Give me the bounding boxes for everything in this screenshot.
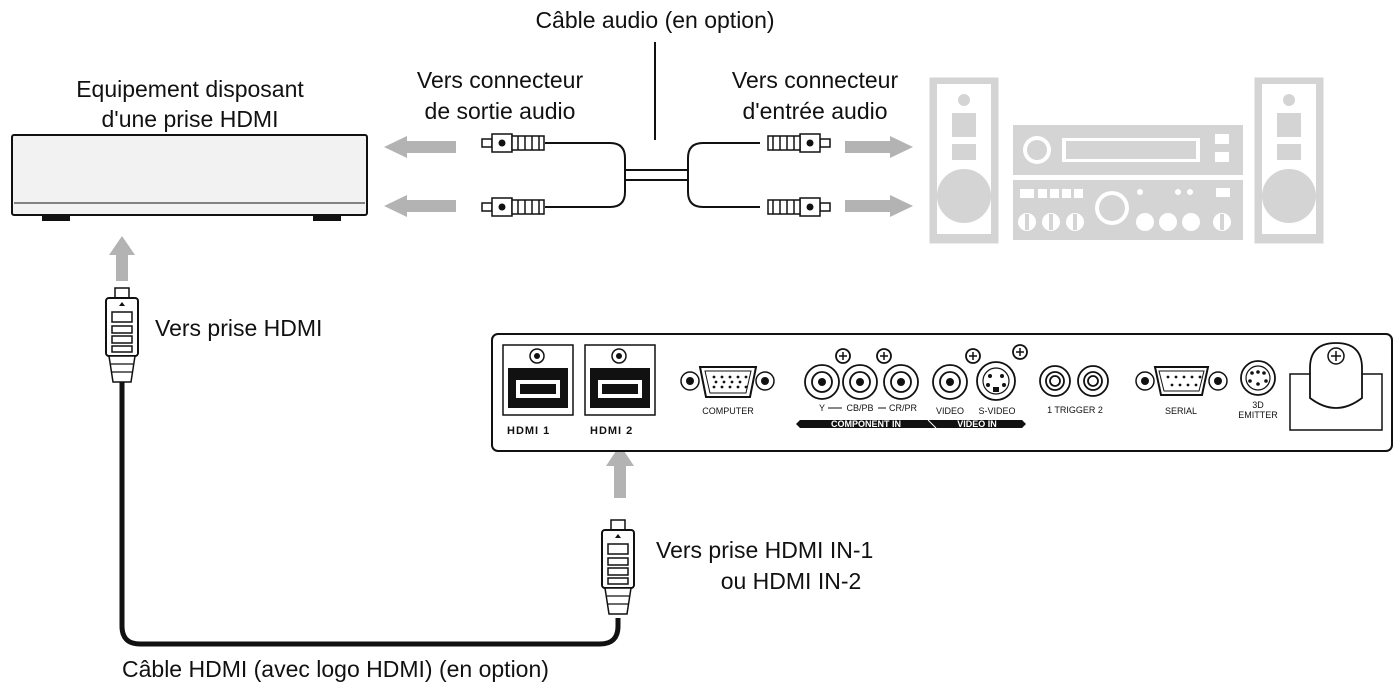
hdmi-projector-arrow [606,445,634,498]
computer-port-label: COMPUTER [702,406,754,416]
video-in-badge: VIDEO IN [957,419,997,429]
audio-in-arrows [845,136,913,217]
hdmi-plug-source [105,287,139,383]
hdmi-cable [119,382,621,647]
audio-in-label-line2: d'entrée audio [742,98,888,124]
audio-in-label-line1: Vers connecteur [731,67,899,93]
emitter-port-label-line1: 3D [1252,400,1264,410]
cb-pb-port-label: CB/PB [846,403,874,413]
rca-plug-left-top [481,133,545,153]
hdmi2-port-label: HDMI 2 [590,425,634,437]
cr-pr-port-label: CR/PR [888,403,917,413]
emitter-port-label-line2: EMITTER [1238,410,1278,420]
hdmi-in-label-line2: ou HDMI IN-2 [720,568,862,594]
hdmi-in-label-line1: Vers prise HDMI IN-1 [656,537,874,563]
audio-out-arrows [384,136,456,217]
hdmi-cable-label: Câble HDMI (avec logo HDMI) (en option) [122,656,549,682]
component-in-badge: COMPONENT IN [830,419,901,429]
rca-plug-left-bottom [481,197,545,217]
hdmi-source-arrow [109,236,135,281]
trigger-port-label: 1 TRIGGER 2 [1047,405,1103,415]
audio-out-label-line2: de sortie audio [424,98,576,124]
equipment-label-line2: d'une prise HDMI [101,106,279,132]
rca-plug-right-top [767,133,831,153]
hdmi-jack-label: Vers prise HDMI [155,315,323,341]
y-port-label: Y [818,403,825,413]
serial-port-label: SERIAL [1164,406,1197,416]
video-port-label: VIDEO [935,406,964,416]
stereo-system [929,77,1324,244]
audio-cable [545,42,760,208]
hdmi-plug-projector [601,519,635,615]
audio-cable-label: Câble audio (en option) [535,7,775,33]
equipment-label-line1: Equipement disposant [76,76,304,102]
projector-panel [491,333,1393,452]
hdmi-source-device [11,134,368,221]
audio-out-label-line1: Vers connecteur [416,67,584,93]
hdmi1-port-label: HDMI 1 [507,425,551,437]
s-video-port-label: S-VIDEO [978,406,1016,416]
rca-plug-right-bottom [767,197,831,217]
